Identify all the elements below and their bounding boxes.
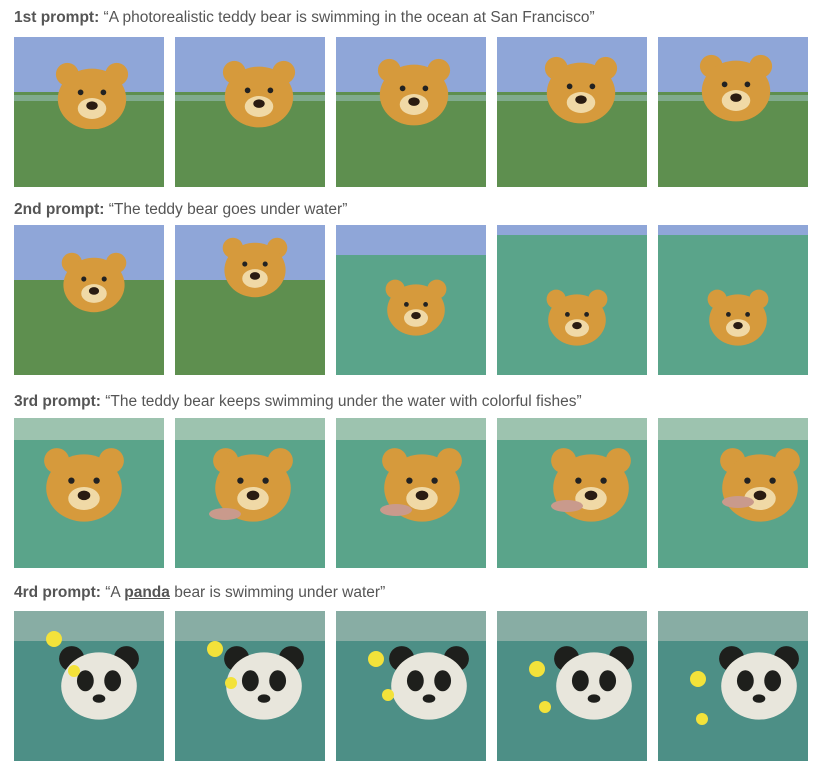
frame-1-2 xyxy=(175,37,325,187)
teddy-bear xyxy=(720,448,800,522)
frame-image xyxy=(175,418,325,568)
frame-1-1 xyxy=(14,37,164,187)
frame-image xyxy=(336,611,486,761)
frame-image xyxy=(658,418,808,568)
teddy-bear xyxy=(61,252,127,313)
fish xyxy=(380,504,412,516)
frame-2-3 xyxy=(336,225,486,375)
teddy-bear xyxy=(544,56,618,124)
frame-3-3 xyxy=(336,418,486,568)
frame-image xyxy=(175,37,325,187)
fish xyxy=(722,496,754,508)
prompt-text-end: bear is swimming under water” xyxy=(169,584,386,601)
frame-image xyxy=(175,611,325,761)
frame-4-4 xyxy=(497,611,647,761)
frame-image xyxy=(14,225,164,375)
frame-image xyxy=(14,37,164,187)
teddy-bear xyxy=(699,54,773,122)
light-spots xyxy=(207,641,237,689)
frame-image xyxy=(497,611,647,761)
prompt-emphasis: panda xyxy=(124,584,170,601)
panda-bear xyxy=(554,646,634,720)
teddy-bear xyxy=(213,448,293,522)
teddy-bear xyxy=(55,62,129,130)
prompt-label: 1st prompt: xyxy=(14,9,100,26)
prompt-3: 3rd prompt: “The teddy bear keeps swimmi… xyxy=(14,392,582,412)
frame-2-1 xyxy=(14,225,164,375)
prompt-text: “The teddy bear goes under water” xyxy=(104,201,348,218)
teddy-bear xyxy=(44,448,124,522)
teddy-bear xyxy=(222,60,296,128)
teddy-bear xyxy=(382,448,462,522)
teddy-bear xyxy=(385,279,447,336)
frame-image xyxy=(14,418,164,568)
frame-image xyxy=(497,418,647,568)
fish xyxy=(551,500,583,512)
prompt-1: 1st prompt: “A photorealistic teddy bear… xyxy=(14,8,595,28)
prompt-text: “A xyxy=(100,584,125,601)
frame-image xyxy=(497,37,647,187)
frame-image xyxy=(336,418,486,568)
panda-bear xyxy=(59,646,139,720)
light-spots xyxy=(368,651,394,701)
frame-3-5 xyxy=(658,418,808,568)
frame-3-4 xyxy=(497,418,647,568)
frame-4-1 xyxy=(14,611,164,761)
frame-image xyxy=(658,225,808,375)
light-spots xyxy=(529,661,551,713)
frame-image xyxy=(336,37,486,187)
frame-1-5 xyxy=(658,37,808,187)
prompt-2: 2nd prompt: “The teddy bear goes under w… xyxy=(14,200,347,220)
frame-1-3 xyxy=(336,37,486,187)
frame-2-4 xyxy=(497,225,647,375)
prompt-text: “The teddy bear keeps swimming under the… xyxy=(100,393,582,410)
frame-image xyxy=(336,225,486,375)
light-spots xyxy=(46,631,80,677)
light-spots xyxy=(690,671,708,725)
frame-2-5 xyxy=(658,225,808,375)
frame-3-2 xyxy=(175,418,325,568)
prompt-label: 4rd prompt: xyxy=(14,584,101,601)
frame-image xyxy=(658,37,808,187)
frame-1-4 xyxy=(497,37,647,187)
teddy-bear xyxy=(707,289,769,346)
panda-bear xyxy=(719,646,799,720)
frame-3-1 xyxy=(14,418,164,568)
frame-image xyxy=(175,225,325,375)
frame-image xyxy=(497,225,647,375)
prompt-label: 2nd prompt: xyxy=(14,201,105,218)
frame-4-2 xyxy=(175,611,325,761)
teddy-bear xyxy=(222,237,288,298)
teddy-bear xyxy=(377,58,451,126)
panda-bear xyxy=(224,646,304,720)
prompt-4: 4rd prompt: “A panda bear is swimming un… xyxy=(14,583,385,603)
frame-2-2 xyxy=(175,225,325,375)
prompt-label: 3rd prompt: xyxy=(14,393,101,410)
frame-image xyxy=(14,611,164,761)
fish xyxy=(209,508,241,520)
frame-image xyxy=(658,611,808,761)
frame-4-3 xyxy=(336,611,486,761)
frame-4-5 xyxy=(658,611,808,761)
panda-bear xyxy=(389,646,469,720)
prompt-text: “A photorealistic teddy bear is swimming… xyxy=(99,9,595,26)
teddy-bear xyxy=(546,289,608,346)
